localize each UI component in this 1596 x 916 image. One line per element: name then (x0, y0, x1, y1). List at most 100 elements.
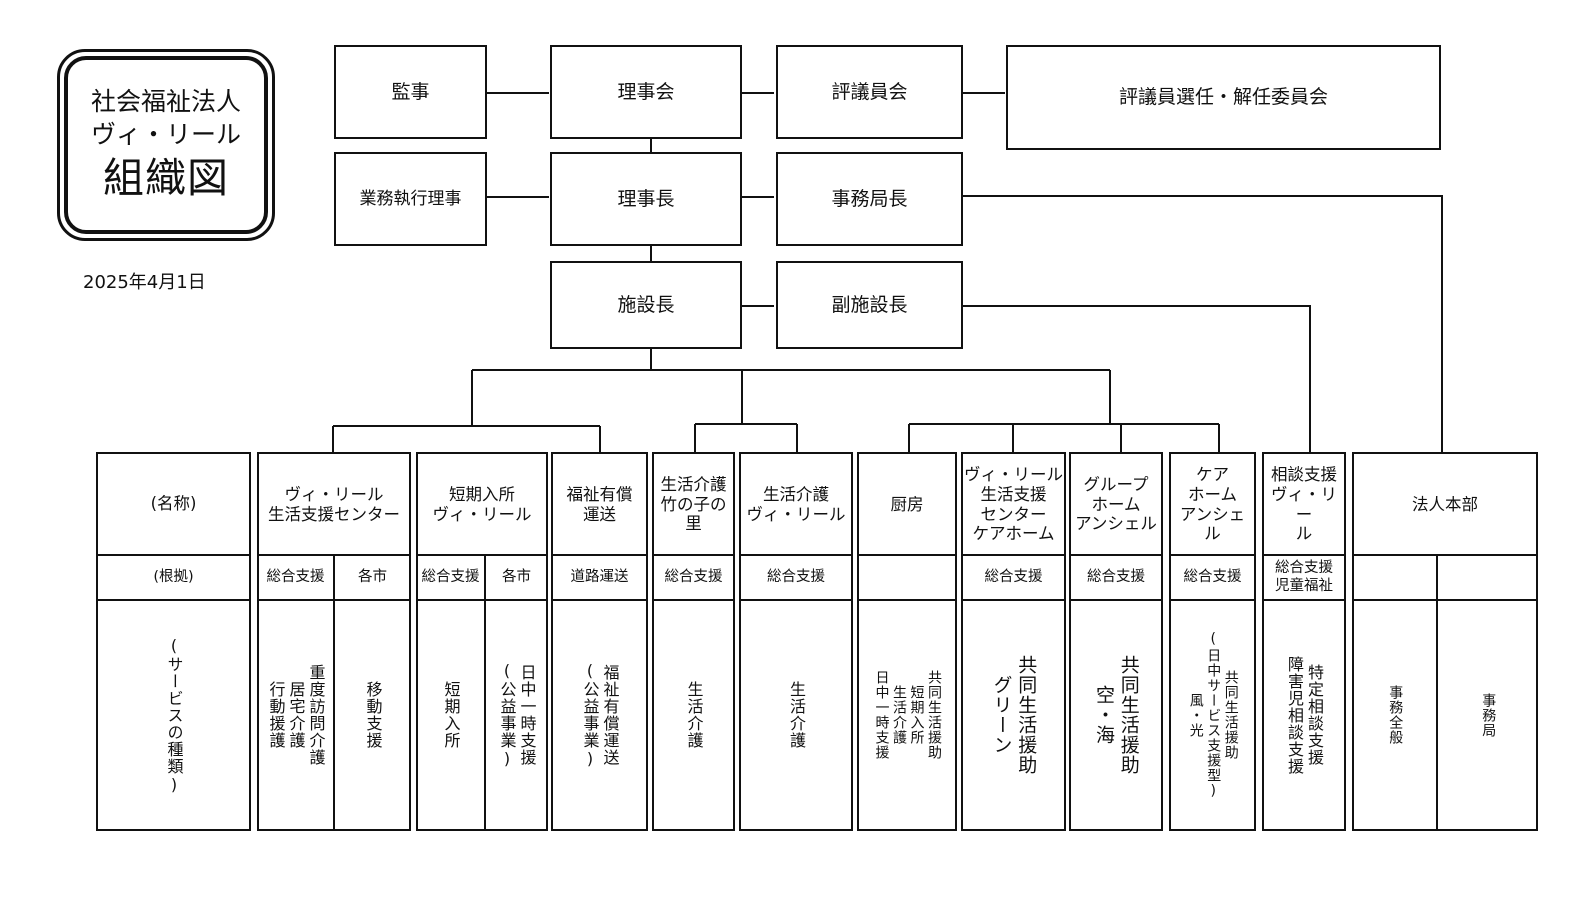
unit-basis-cell: 総合支援 (1171, 556, 1254, 599)
unit-basis: 総合支援 (1183, 568, 1242, 585)
label-basis-cell: (根拠) (96, 555, 251, 600)
unit-name-cell: 相談支援 ヴィ・リー ル (1264, 454, 1344, 555)
unit-basis-cell: 総合支援 児童福祉 (1264, 556, 1344, 599)
unit-basis-cell: 総合支援 (1071, 556, 1161, 599)
row-divider (739, 554, 853, 556)
label-basis: (根拠) (153, 568, 194, 585)
unit-name-cell: グループ ホーム アンシェル (1071, 454, 1161, 555)
row-divider (1352, 554, 1538, 556)
unit-service: 事務全般 (1387, 685, 1404, 745)
unit-block (416, 452, 548, 831)
column-divider (484, 555, 486, 831)
unit-service-cell: 共同生活援助 (日中サービス支援型) 風・光 (1171, 601, 1254, 829)
unit-basis: 各市 (358, 568, 387, 585)
row-divider (1262, 554, 1346, 556)
unit-service-cell: 特定相談支援 障害児相談支援 (1264, 601, 1344, 829)
unit-name-cell: 福祉有償 運送 (553, 454, 646, 555)
unit-service-cell: 移動支援 (336, 601, 409, 829)
unit-service-cell: 共同生活援助 グリーン (963, 601, 1064, 829)
unit-block (857, 452, 957, 831)
row-divider (551, 599, 648, 601)
unit-basis-cell: 総合支援 (418, 556, 483, 599)
unit-service-cell: 事務局 (1439, 601, 1536, 829)
executive-director-box: 業務執行理事 (334, 152, 487, 246)
title-frame-outer (57, 49, 275, 241)
deputy-facility-director-box: 副施設長 (776, 261, 963, 349)
unit-block (96, 452, 251, 831)
unit-service: 福祉有償運送 (公益事業) (580, 661, 620, 769)
unit-basis-cell: 総合支援 (741, 556, 851, 599)
unit-service: 生活介護 (787, 681, 806, 749)
unit-name: ヴィ・リール 生活支援センター (268, 484, 400, 524)
unit-service: 短期入所 (441, 681, 461, 749)
unit-service: 共同生活援助 グリーン (990, 655, 1038, 775)
unit-name-cell: 生活介護 ヴィ・リール (741, 454, 851, 555)
unit-name: ケア ホーム アンシェ ル (1179, 464, 1246, 544)
unit-name: 生活介護 ヴィ・リール (746, 484, 846, 524)
unit-block (1169, 452, 1256, 831)
label-name-cell: (名称) (96, 452, 251, 555)
column-divider (1436, 555, 1438, 831)
unit-service-cell: 事務全般 (1354, 601, 1435, 829)
org-type: 社会福祉法人 (90, 86, 241, 116)
unit-block (961, 452, 1066, 831)
unit-basis-cell: 総合支援 (963, 556, 1064, 599)
unit-basis: 各市 (502, 568, 531, 585)
unit-name-cell: 生活介護 竹の子の 里 (654, 454, 733, 555)
unit-service: 重度訪問介護 居宅介護 行動援護 (266, 664, 326, 766)
chairman-box: 理事長 (550, 152, 742, 246)
row-divider (1352, 599, 1538, 601)
row-divider (1069, 599, 1163, 601)
unit-service-cell: 日中一時支援 (公益事業) (487, 601, 546, 829)
row-divider (1169, 599, 1256, 601)
unit-service: 特定相談支援 障害児相談支援 (1285, 655, 1324, 775)
unit-basis: 総合支援 (1087, 568, 1145, 585)
label-name: (名称) (150, 493, 197, 513)
unit-basis-cell (1354, 556, 1435, 599)
row-divider (416, 599, 548, 601)
row-divider (1169, 554, 1256, 556)
unit-basis-cell: 各市 (487, 556, 546, 599)
chart-title: 組織図 (103, 154, 229, 203)
unit-block (652, 452, 735, 831)
unit-service: 生活介護 (684, 681, 704, 749)
label-service-cell: (サービスの種類) (96, 600, 251, 831)
unit-name: ヴィ・リール 生活支援 センター ケアホーム (964, 464, 1063, 544)
row-divider (96, 554, 251, 556)
unit-service: 共同生活援助 短期入所 生活介護 日中一時支援 (873, 670, 943, 760)
board-of-directors-box: 理事会 (550, 45, 742, 139)
unit-name-cell: ヴィ・リール 生活支援 センター ケアホーム (963, 454, 1064, 555)
unit-service-cell: 短期入所 (418, 601, 483, 829)
unit-block (739, 452, 853, 831)
unit-service-cell: 共同生活援助 空・海 (1071, 601, 1161, 829)
unit-basis: 総合支援 (421, 568, 480, 585)
unit-name-cell: 短期入所 ヴィ・リール (418, 454, 546, 555)
org-name: ヴィ・リール (90, 120, 241, 150)
unit-basis-cell: 総合支援 (654, 556, 733, 599)
unit-basis: 総合支援 児童福祉 (1275, 560, 1333, 594)
row-divider (857, 554, 957, 556)
unit-service-cell: 生活介護 (741, 601, 851, 829)
unit-basis: 総合支援 (767, 568, 825, 585)
row-divider (1262, 599, 1346, 601)
unit-service: 日中一時支援 (公益事業) (497, 661, 537, 769)
row-divider (551, 554, 648, 556)
chart-date: 2025年4月1日 (83, 272, 206, 293)
unit-basis: 総合支援 (664, 568, 723, 585)
unit-basis-cell: 総合支援 (259, 556, 332, 599)
unit-service-cell: 生活介護 (654, 601, 733, 829)
row-divider (961, 554, 1066, 556)
unit-name: 法人本部 (1412, 494, 1478, 514)
unit-service-cell: 重度訪問介護 居宅介護 行動援護 (259, 601, 332, 829)
unit-block (1069, 452, 1163, 831)
auditor-box: 監事 (334, 45, 487, 139)
column-divider (333, 555, 335, 831)
row-divider (1069, 554, 1163, 556)
row-divider (96, 599, 251, 601)
unit-service: 共同生活援助 空・海 (1093, 655, 1140, 775)
unit-basis: 道路運送 (570, 568, 629, 585)
row-divider (416, 554, 548, 556)
unit-name: 福祉有償 運送 (566, 484, 633, 524)
secretary-general-box: 事務局長 (776, 152, 963, 246)
